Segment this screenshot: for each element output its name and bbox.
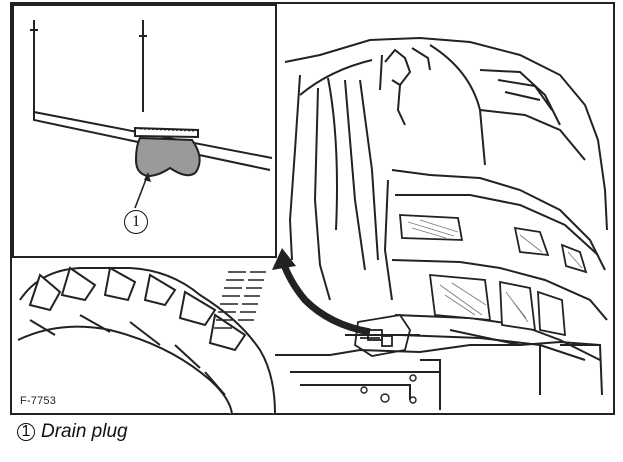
bolts xyxy=(360,374,417,404)
grille-hatching xyxy=(407,219,583,323)
figure-code: F-7753 xyxy=(20,395,57,407)
tractor-body xyxy=(275,36,608,410)
caption-number: 1 xyxy=(17,423,35,441)
pointer-arrow xyxy=(279,260,371,336)
callout-number-1: 1 xyxy=(124,210,148,234)
rear-tire xyxy=(17,266,276,415)
caption-text: Drain plug xyxy=(41,421,128,442)
drain-plug-detail xyxy=(134,126,201,178)
callout-arrowhead xyxy=(144,172,151,182)
figure-caption: 1 Drain plug xyxy=(17,421,128,443)
fender-vents xyxy=(214,271,266,329)
pointer-arrowhead xyxy=(272,248,296,270)
